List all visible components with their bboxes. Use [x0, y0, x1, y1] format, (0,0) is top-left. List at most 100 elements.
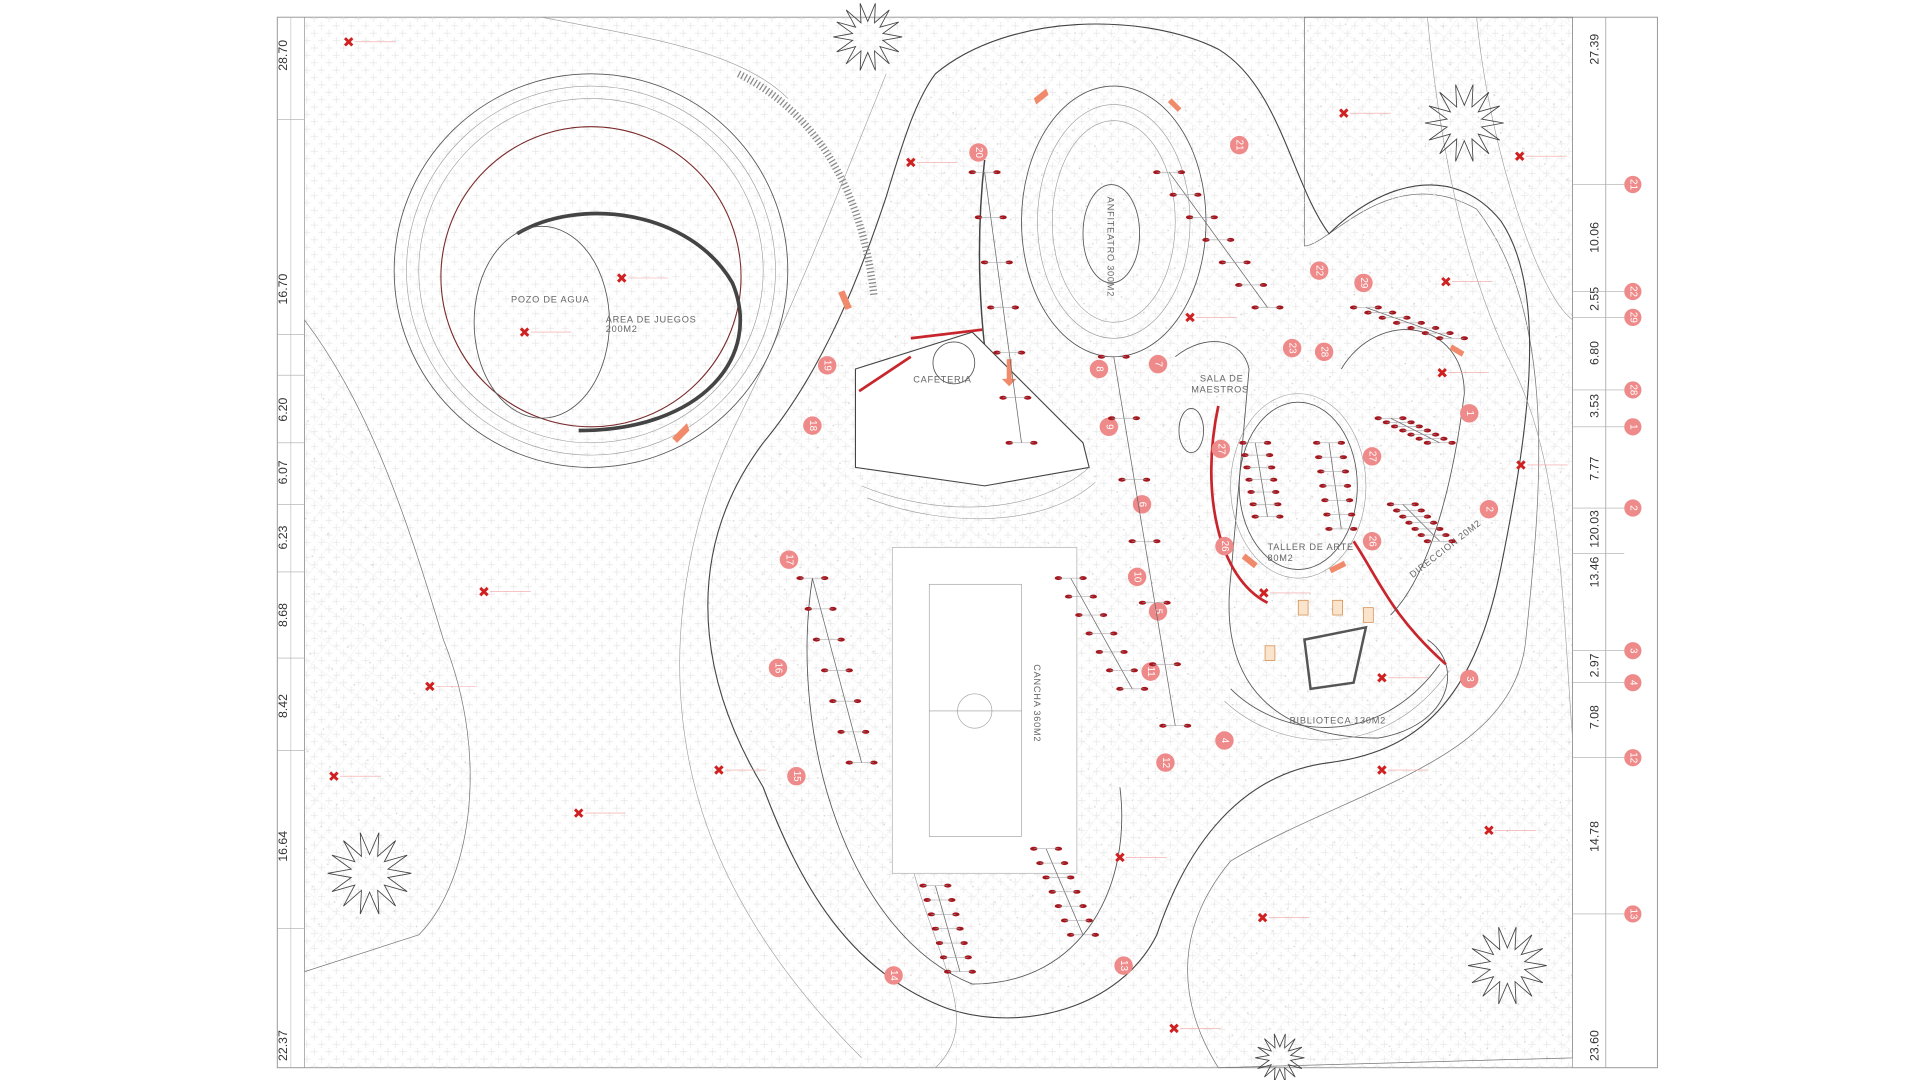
axis-marker: 3: [1624, 642, 1642, 660]
column-node: [1132, 416, 1140, 421]
column-marker-label: 2: [1483, 507, 1494, 512]
column-marker: 23: [1282, 338, 1302, 358]
dimension-label: 2.97: [1587, 653, 1601, 677]
column-node: [1149, 662, 1157, 667]
column-marker-label: 1: [1464, 411, 1475, 416]
column-marker-label: 27: [1367, 451, 1378, 462]
column-marker-label: 16: [772, 662, 783, 673]
column-marker: 26: [1215, 536, 1234, 556]
sports-court: CANCHA 360M2: [806, 546, 1123, 985]
elevation-marker-icon: [425, 681, 477, 692]
column-marker-label: 21: [1234, 140, 1245, 151]
column-marker-label: 12: [1160, 757, 1171, 768]
tree-icon: [327, 832, 412, 915]
column-marker: 10: [1127, 567, 1147, 587]
axis-marker: 28: [1624, 381, 1642, 399]
dimension-label: 3.53: [1587, 394, 1601, 418]
label-cafeteria: CAFETERIA: [913, 375, 971, 385]
axis-marker-label: 2: [1627, 505, 1638, 510]
cafeteria: CAFETERIA: [854, 328, 1096, 520]
axis-marker-label: 3: [1627, 648, 1638, 654]
elevation-marker-icon: [1441, 276, 1493, 287]
elevation-marker-icon: [1377, 765, 1429, 775]
tree-icon: [1467, 927, 1547, 1005]
axis-marker: 29: [1624, 308, 1642, 326]
column-marker: 22: [1309, 261, 1329, 280]
dimension-label: 13.46: [1587, 556, 1601, 587]
dimension-label: 10.06: [1587, 222, 1601, 253]
elevation-marker-icon: [519, 327, 572, 337]
axis-marker: 1: [1624, 418, 1642, 436]
dimension-label: 120.03: [1587, 510, 1601, 548]
column-node: [1099, 613, 1108, 618]
axis-marker: 4: [1624, 674, 1642, 692]
column-marker: 3: [1460, 669, 1479, 689]
axis-marker-label: 28: [1627, 384, 1638, 395]
elevation-marker-icon: [1257, 912, 1310, 923]
column-marker-label: 5: [1153, 609, 1164, 615]
column-marker-label: 10: [1132, 571, 1143, 582]
column-marker: 5: [1148, 602, 1168, 621]
column-marker-label: 28: [1319, 346, 1330, 357]
column-marker-label: 18: [807, 420, 818, 431]
label-pozo: POZO DE AGUA: [511, 295, 590, 305]
label-anfiteatro: ANFITEATRO 300M2: [1106, 197, 1116, 297]
axis-marker-label: 29: [1627, 312, 1638, 323]
elevation-marker-icon: [479, 586, 531, 597]
elevation-marker-icon: [714, 765, 766, 775]
column-marker-label: 11: [1145, 667, 1156, 677]
label-cancha: CANCHA 360M2: [1032, 664, 1042, 742]
axis-marker-label: 21: [1627, 179, 1638, 190]
label-sala-1: SALA DE: [1200, 373, 1244, 383]
column-marker: 4: [1215, 731, 1234, 750]
column-marker-label: 6: [1137, 502, 1148, 508]
elevation-marker-icon: [573, 808, 626, 818]
dimension-label: 23.60: [1587, 1030, 1601, 1061]
elevation-marker-icon: [1514, 151, 1567, 161]
dimension-label: 6.80: [1587, 341, 1601, 365]
dimension-label: 16.70: [276, 274, 290, 305]
elevation-marker-icon: [1185, 312, 1237, 323]
dimension-label: 6.23: [276, 525, 290, 549]
column-marker-label: 4: [1219, 738, 1230, 744]
dimension-label: 14.78: [1587, 821, 1601, 852]
trees: [327, 3, 1547, 1080]
terrain-zone: [304, 318, 471, 973]
axis-marker-label: 13: [1627, 908, 1638, 919]
column-marker: 15: [787, 766, 806, 786]
label-area-juegos-size: 200M2: [606, 324, 638, 334]
column-marker: 1: [1460, 404, 1479, 423]
column-marker: 12: [1156, 753, 1175, 772]
column-node: [980, 260, 989, 265]
elevation-marker-icon: [1169, 1023, 1221, 1034]
elevation-marker-icon: [1339, 108, 1391, 118]
label-taller: TALLER DE ARTE: [1268, 542, 1354, 552]
column-marker: 6: [1132, 495, 1152, 514]
column-marker-label: 8: [1093, 366, 1104, 372]
axis-marker: 13: [1624, 905, 1642, 923]
elevation-markers: [329, 37, 1568, 1034]
column-marker: 8: [1089, 359, 1109, 379]
elevation-marker-icon: [1437, 367, 1489, 378]
axis-marker: 2: [1624, 499, 1642, 517]
column-marker: 11: [1141, 662, 1160, 681]
column-marker-label: 15: [791, 771, 802, 782]
column-marker-label: 20: [973, 147, 984, 158]
column-node: [1243, 465, 1251, 470]
column-marker: 19: [817, 356, 837, 375]
column-marker-label: 3: [1464, 676, 1475, 682]
dimension-label: 27.39: [1587, 34, 1601, 65]
tree-icon: [1424, 84, 1504, 162]
column-node: [919, 883, 927, 888]
dimension-label: 6.20: [276, 397, 290, 421]
column-marker-label: 9: [1103, 424, 1114, 429]
column-marker: 2: [1479, 500, 1499, 519]
axis-marker-label: 4: [1627, 680, 1638, 686]
elevation-marker-icon: [343, 37, 396, 47]
dimension-label: 8.42: [276, 694, 290, 718]
column-marker-label: 19: [822, 360, 833, 371]
column-marker: 13: [1114, 956, 1133, 975]
tree-icon: [1255, 1033, 1305, 1080]
dimension-label: 6.07: [276, 460, 290, 484]
